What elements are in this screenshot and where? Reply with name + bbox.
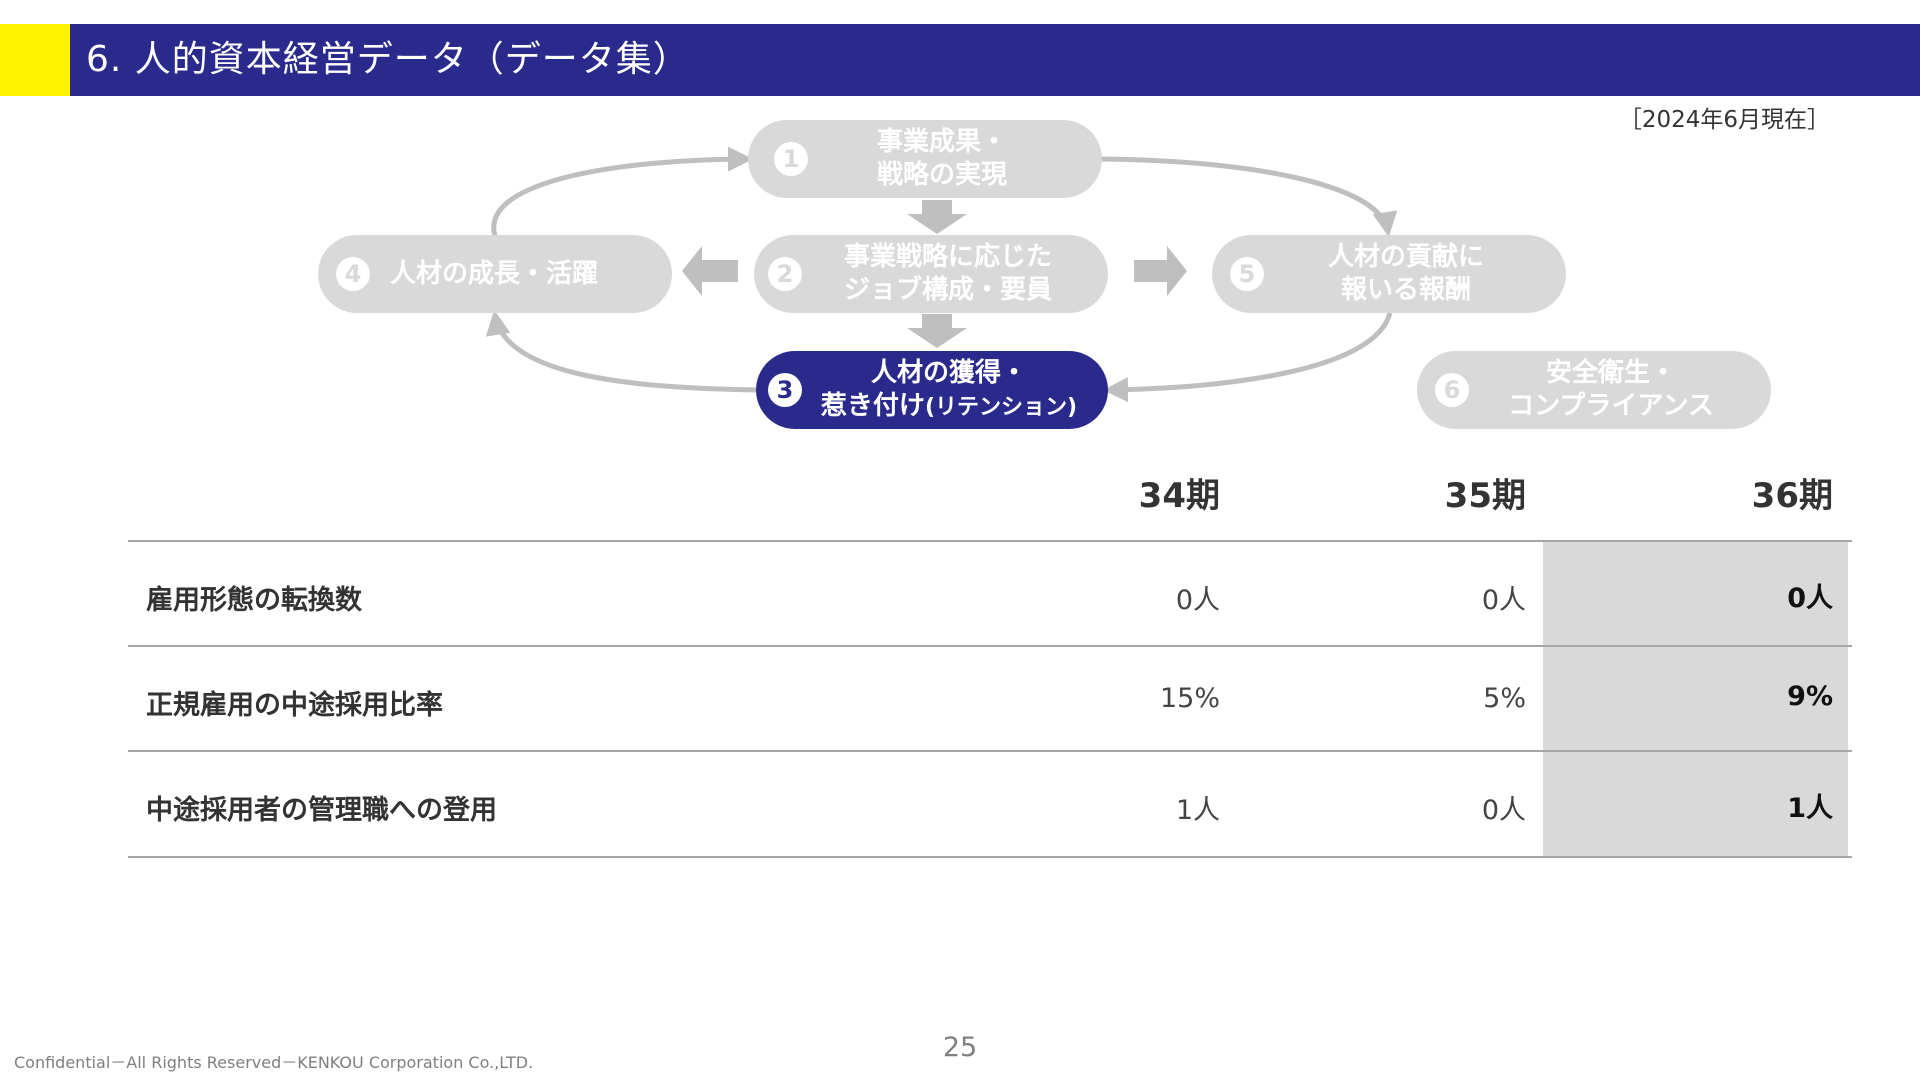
cell-r2-35: 5% [1483,683,1526,714]
header-bar [70,24,1920,96]
cell-r3-36: 1人 [1787,793,1833,824]
hr-cycle-diagram: 1 事業成果・ 戦略の実現 2 事業戦略に応じた ジョブ構成・要員 3 人材の獲… [0,0,1920,440]
row-label-conversion: 雇用形態の転換数 [146,585,362,616]
table-rule [128,750,1852,752]
arrow-2-to-5 [1134,246,1187,296]
node-number: 2 [768,257,802,291]
node-label-main: 人材の獲得・ 惹き付け [820,357,1027,421]
node-label-sub: (リテンション) [924,394,1078,420]
arrow-2-to-3 [907,314,967,348]
node-number: 6 [1435,373,1469,407]
highlight-column-36 [1543,542,1848,857]
node-label: 事業戦略に応じた ジョブ構成・要員 [843,242,1052,305]
cell-r1-35: 0人 [1481,585,1526,616]
node-label: 人材の貢献に 報いる報酬 [1327,242,1484,305]
node-reward: 5 人材の貢献に 報いる報酬 [1212,235,1566,313]
node-talent-acquisition: 3 人材の獲得・ 惹き付け(リテンション) [756,351,1108,429]
cell-r3-34: 1人 [1175,795,1220,826]
node-growth: 4 人材の成長・活躍 [318,235,672,313]
cell-r1-36: 0人 [1787,583,1833,614]
diagram-connectors [485,146,1398,403]
node-number: 5 [1230,257,1264,291]
node-business-results: 1 事業成果・ 戦略の実現 [748,120,1102,198]
node-safety-compliance: 6 安全衛生・ コンプライアンス [1417,351,1771,429]
page-title: 6. 人的資本経営データ（データ集） [86,39,690,80]
cell-r2-36: 9% [1787,681,1833,712]
node-number: 1 [774,142,808,176]
node-label: 人材の獲得・ 惹き付け(リテンション) [802,357,1096,424]
cell-r3-35: 0人 [1481,795,1526,826]
table-rule-top [128,540,1852,542]
node-label: 人材の成長・活躍 [390,258,599,289]
curve-3-to-4 [485,310,757,393]
column-header-35: 35期 [1444,476,1526,516]
curve-4-to-1 [491,146,753,237]
node-number: 3 [768,373,802,407]
curve-1-to-5 [1101,156,1398,237]
row-label-midcareer-ratio: 正規雇用の中途採用比率 [146,690,443,721]
node-job-structure: 2 事業戦略に応じた ジョブ構成・要員 [754,235,1108,313]
cell-r1-34: 0人 [1175,585,1220,616]
confidential-notice: Confidential－All Rights Reserved－KENKOU … [14,1053,534,1072]
table-rule [128,645,1852,647]
table-rule-bottom [128,856,1852,858]
node-label: 事業成果・ 戦略の実現 [876,127,1007,190]
arrow-1-to-2 [907,200,967,234]
column-header-36: 36期 [1751,476,1833,516]
page-number: 25 [942,1032,978,1063]
cell-r2-34: 15% [1159,683,1220,714]
date-note: ［2024年6月現在］ [1618,107,1830,133]
row-label-manager-promotion: 中途採用者の管理職への登用 [146,795,497,826]
node-label: 安全衛生・ コンプライアンス [1508,358,1714,421]
column-header-34: 34期 [1138,476,1220,516]
curve-5-to-3 [1103,312,1393,403]
header-accent [0,24,70,96]
arrow-2-to-4 [682,246,738,296]
node-number: 4 [336,257,370,291]
